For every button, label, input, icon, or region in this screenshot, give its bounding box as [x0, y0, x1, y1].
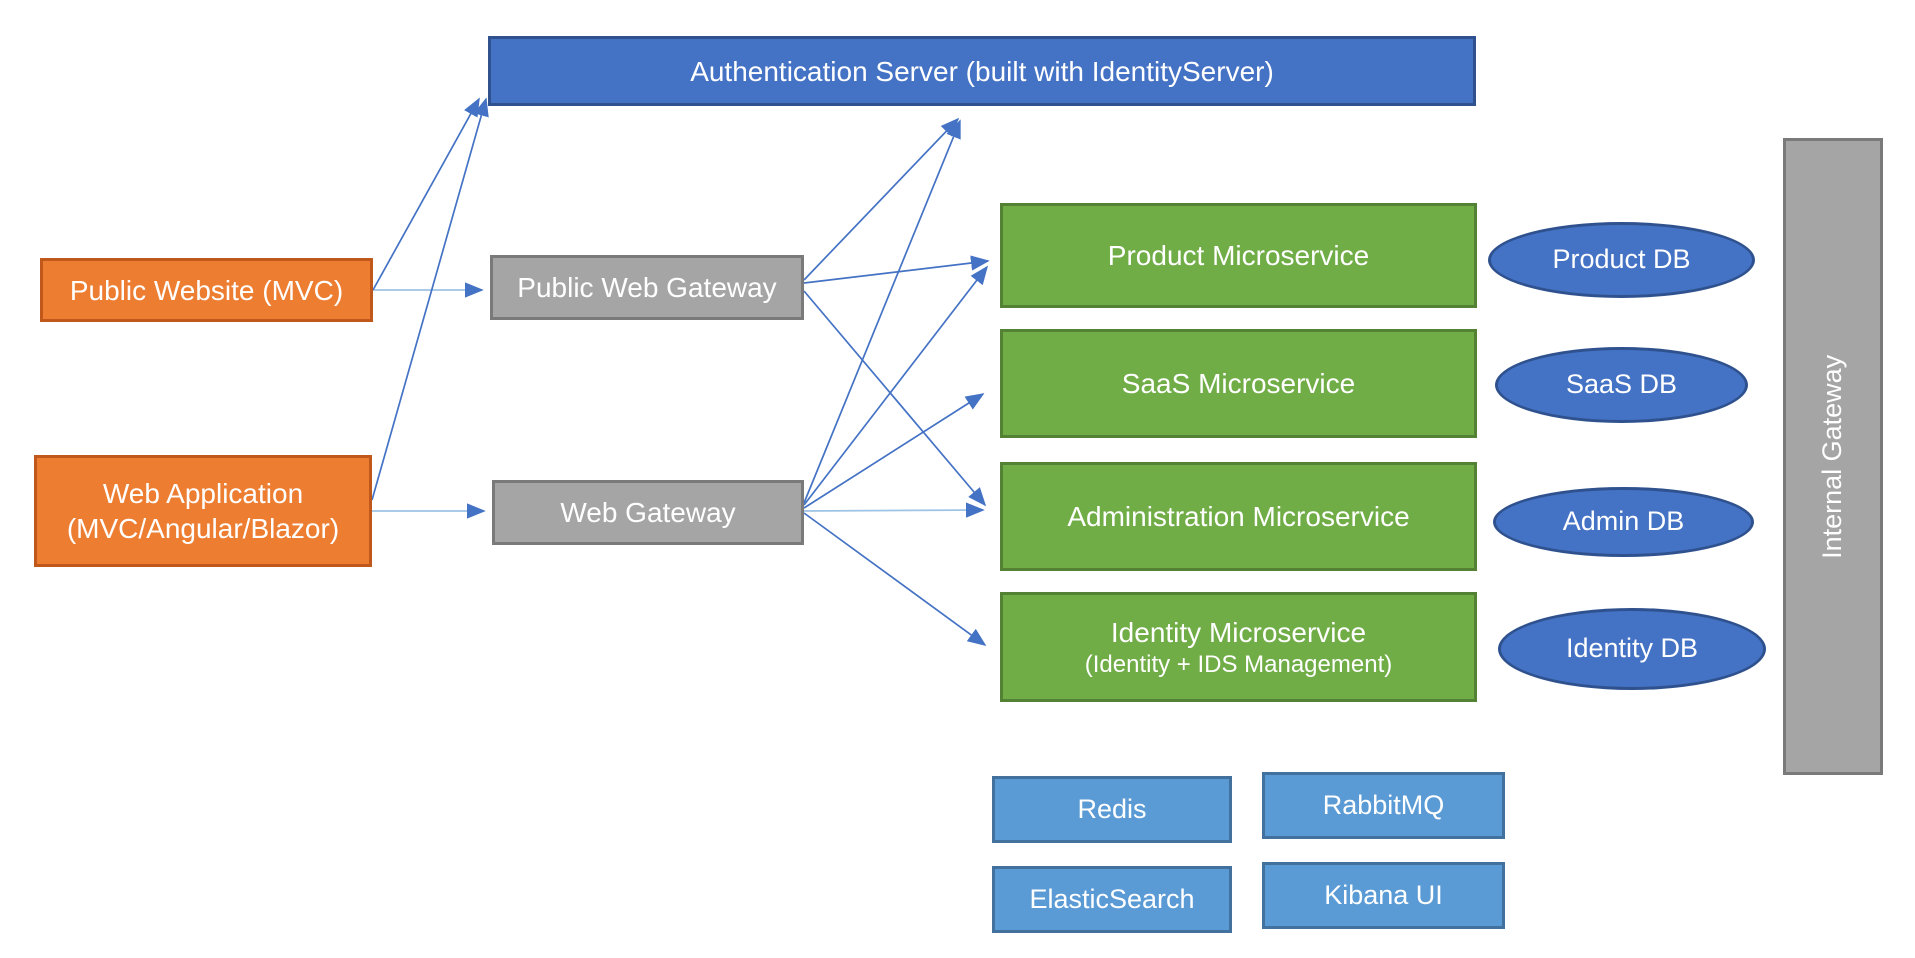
node-web-application-label-line1: Web Application	[102, 478, 304, 509]
node-identity-microservice-label-line2: (Identity + IDS Management)	[1084, 650, 1393, 678]
node-identity-db-label: Identity DB	[1565, 633, 1699, 664]
node-public-web-gateway: Public Web Gateway	[490, 255, 804, 320]
node-redis: Redis	[992, 776, 1232, 843]
node-product-microservice-label: Product Microservice	[1107, 240, 1370, 271]
node-redis-label: Redis	[1077, 793, 1147, 824]
node-product-microservice: Product Microservice	[1000, 203, 1477, 308]
node-product-db: Product DB	[1488, 222, 1755, 298]
edge-web-gateway-to-saas-microservice	[803, 393, 985, 509]
node-internal-gateway: Internal Gateway	[1783, 138, 1883, 775]
edge-web-application-to-auth-server	[371, 97, 489, 501]
edge-public-website-to-auth-server	[372, 97, 480, 291]
node-web-gateway: Web Gateway	[492, 480, 804, 545]
node-kibana-ui: Kibana UI	[1262, 862, 1505, 929]
node-saas-microservice-label: SaaS Microservice	[1121, 368, 1356, 399]
node-product-db-label: Product DB	[1552, 244, 1691, 275]
node-elasticsearch: ElasticSearch	[992, 866, 1232, 933]
node-identity-db: Identity DB	[1498, 608, 1766, 690]
node-public-website: Public Website (MVC)	[40, 258, 373, 322]
node-saas-db: SaaS DB	[1495, 347, 1748, 423]
node-identity-microservice-label-line1: Identity Microservice	[1110, 616, 1367, 648]
node-internal-gateway-label: Internal Gateway	[1817, 354, 1848, 559]
node-authentication-server-label: Authentication Server (built with Identi…	[690, 55, 1274, 87]
node-web-application: Web Application (MVC/Angular/Blazor)	[34, 455, 372, 567]
edge-public-web-gateway-to-administration-microservice	[803, 290, 987, 507]
node-admin-db-label: Admin DB	[1562, 506, 1685, 537]
node-identity-microservice: Identity Microservice (Identity + IDS Ma…	[1000, 592, 1477, 702]
node-public-web-gateway-label: Public Web Gateway	[517, 272, 777, 303]
edge-public-web-gateway-to-auth-server	[803, 117, 960, 281]
node-kibana-ui-label: Kibana UI	[1324, 879, 1443, 910]
node-administration-microservice-label: Administration Microservice	[1067, 501, 1410, 532]
node-administration-microservice: Administration Microservice	[1000, 462, 1477, 571]
node-elasticsearch-label: ElasticSearch	[1029, 883, 1195, 914]
edge-public-web-gateway-to-product-microservice	[803, 255, 990, 284]
node-saas-microservice: SaaS Microservice	[1000, 329, 1477, 438]
node-web-application-label-line2: (MVC/Angular/Blazor)	[66, 513, 340, 544]
node-admin-db: Admin DB	[1493, 487, 1754, 557]
edge-web-gateway-to-identity-microservice	[803, 512, 987, 647]
node-web-gateway-label: Web Gateway	[560, 497, 736, 528]
node-public-website-label: Public Website (MVC)	[69, 274, 344, 306]
node-saas-db-label: SaaS DB	[1565, 369, 1678, 400]
edge-web-gateway-to-auth-server	[803, 119, 961, 504]
node-rabbitmq: RabbitMQ	[1262, 772, 1505, 839]
edge-web-gateway-to-administration-microservice	[803, 502, 985, 518]
edge-web-gateway-to-product-microservice	[803, 265, 989, 506]
node-authentication-server: Authentication Server (built with Identi…	[488, 36, 1476, 106]
node-rabbitmq-label: RabbitMQ	[1322, 789, 1445, 820]
